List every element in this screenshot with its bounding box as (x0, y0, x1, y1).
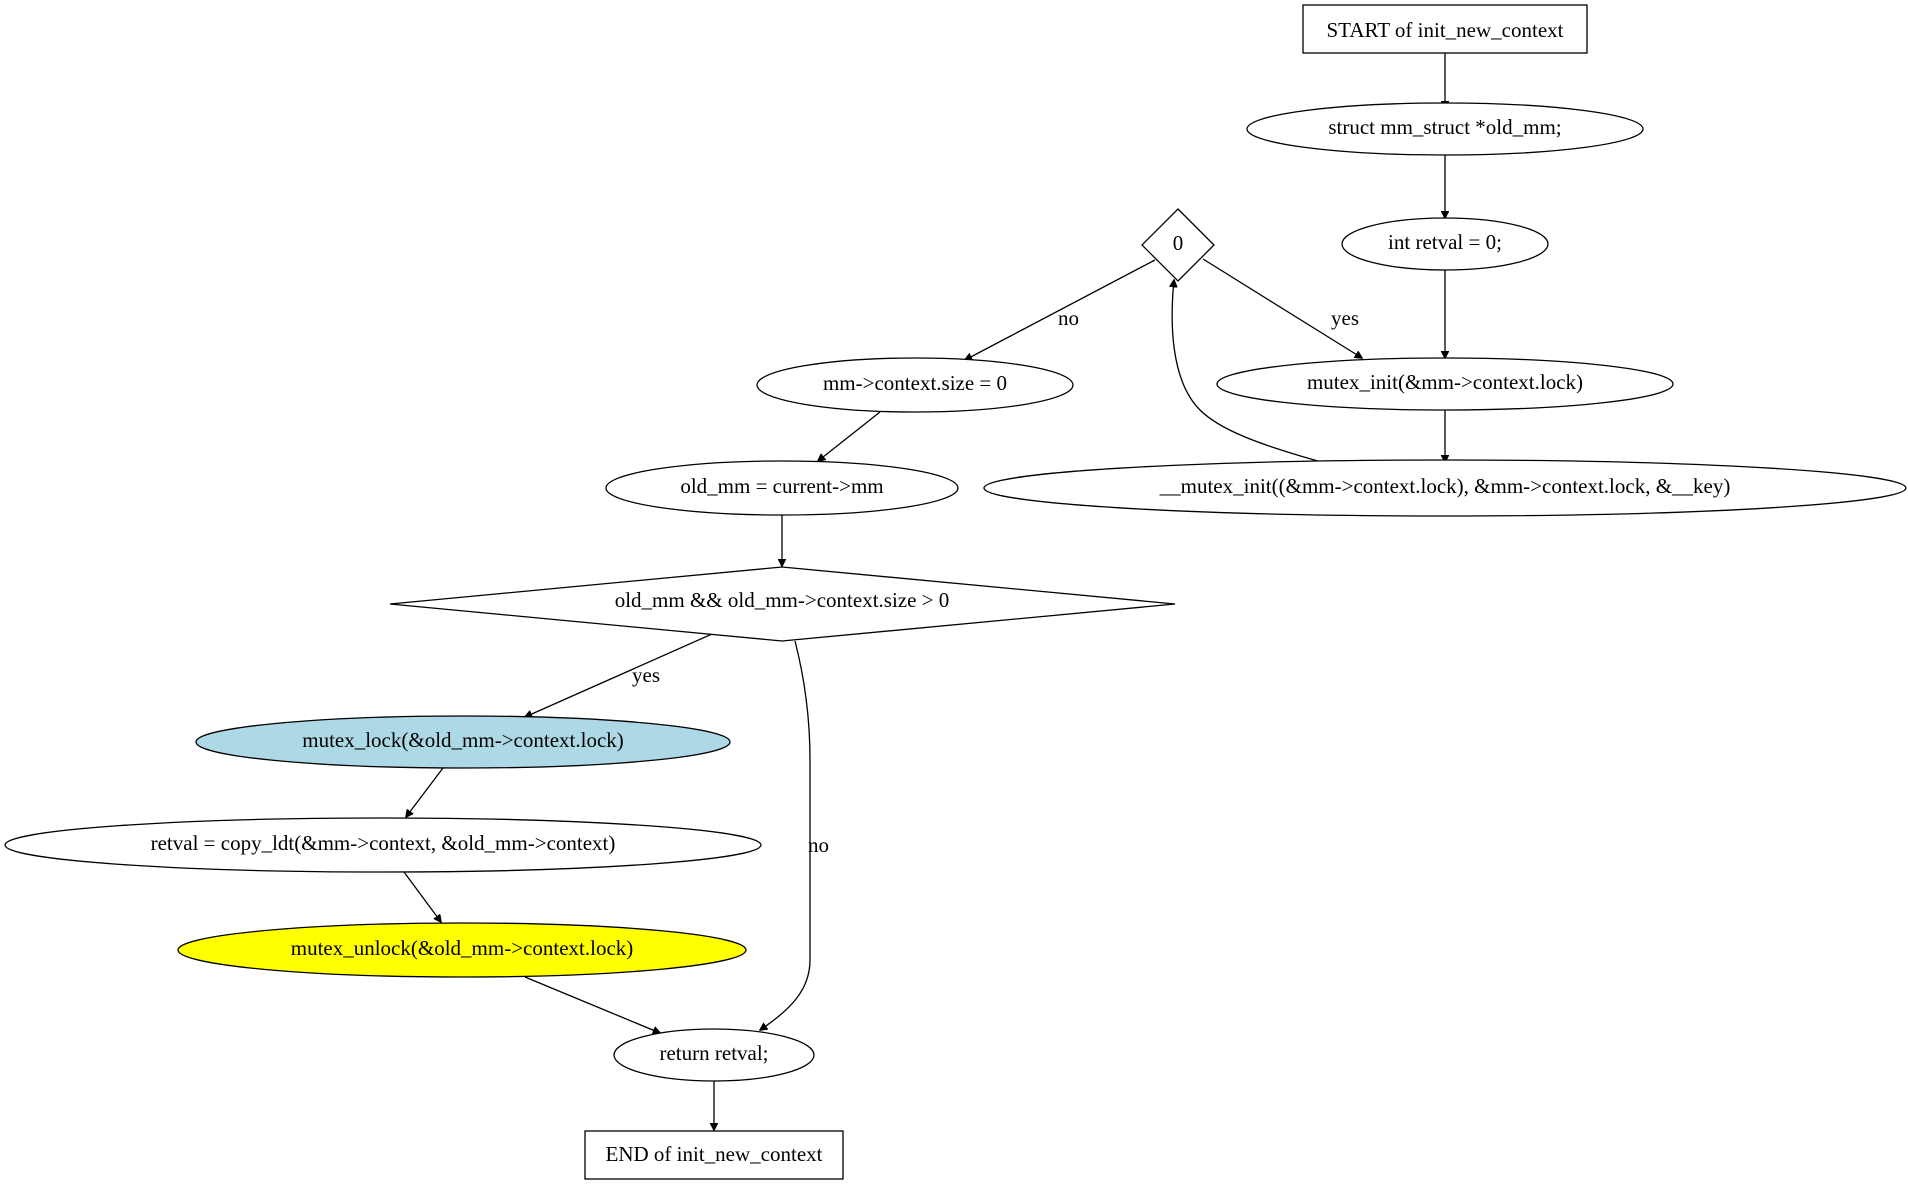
node-decl-old-mm[interactable]: struct mm_struct *old_mm; (1246, 102, 1644, 156)
node-mutex-init-label: mutex_init(&mm->context.lock) (1307, 370, 1583, 394)
edge-label-no: no (808, 833, 829, 857)
node-decl-retval-label: int retval = 0; (1388, 230, 1502, 254)
node-mutex-lock-label: mutex_lock(&old_mm->context.lock) (302, 728, 624, 752)
edge-cond-zero-to-ctx-size-zero: no (965, 259, 1156, 360)
node-start[interactable]: START of init_new_context (1302, 4, 1588, 54)
edges: yes no yes no (403, 53, 1445, 1130)
edge-ctx-size-zero-to-old-mm-assign (818, 411, 881, 461)
edge-mutex-unlock-to-return-retval (524, 976, 660, 1033)
node-old-mm-assign-label: old_mm = current->mm (680, 474, 883, 498)
node-copy-ldt-label: retval = copy_ldt(&mm->context, &old_mm-… (151, 831, 616, 855)
edge-cond-zero-to-mutex-init: yes (1202, 258, 1362, 358)
node-decl-retval[interactable]: int retval = 0; (1341, 217, 1549, 271)
edge-label-yes: yes (1331, 306, 1359, 330)
node-ctx-size-zero-label: mm->context.size = 0 (823, 371, 1007, 395)
node-cond-zero-label: 0 (1173, 231, 1184, 255)
edge-label-no: no (1058, 306, 1079, 330)
node-start-label: START of init_new_context (1327, 18, 1564, 42)
node-end-label: END of init_new_context (606, 1142, 823, 1166)
node-mutex-init-key-label: __mutex_init((&mm->context.lock), &mm->c… (1159, 474, 1731, 498)
node-return-retval-label: return retval; (659, 1041, 768, 1065)
nodes: START of init_new_context struct mm_stru… (4, 4, 1907, 1180)
node-ctx-size-zero[interactable]: mm->context.size = 0 (756, 357, 1074, 413)
node-end[interactable]: END of init_new_context (584, 1130, 844, 1180)
node-mutex-unlock-label: mutex_unlock(&old_mm->context.lock) (291, 936, 634, 960)
node-cond-zero[interactable]: 0 (1141, 208, 1215, 282)
edge-label-yes: yes (632, 663, 660, 687)
node-copy-ldt[interactable]: retval = copy_ldt(&mm->context, &old_mm-… (4, 817, 762, 873)
node-mutex-unlock[interactable]: mutex_unlock(&old_mm->context.lock) (177, 922, 747, 978)
node-cond-old-mm-label: old_mm && old_mm->context.size > 0 (615, 588, 950, 612)
edge-mutex-init-key-to-cond-zero (1172, 280, 1326, 464)
edge-cond-old-mm-to-return-retval: no (760, 640, 829, 1030)
edge-cond-old-mm-to-mutex-lock: yes (525, 633, 713, 717)
node-mutex-init-key[interactable]: __mutex_init((&mm->context.lock), &mm->c… (983, 459, 1907, 517)
node-cond-old-mm[interactable]: old_mm && old_mm->context.size > 0 (389, 566, 1176, 642)
node-old-mm-assign[interactable]: old_mm = current->mm (605, 460, 959, 516)
edge-copy-ldt-to-mutex-unlock (403, 871, 441, 922)
node-mutex-lock[interactable]: mutex_lock(&old_mm->context.lock) (195, 715, 731, 769)
node-mutex-init[interactable]: mutex_init(&mm->context.lock) (1216, 357, 1674, 411)
edge-mutex-lock-to-copy-ldt (406, 767, 444, 817)
node-return-retval[interactable]: return retval; (613, 1028, 815, 1082)
node-decl-old-mm-label: struct mm_struct *old_mm; (1328, 115, 1561, 139)
